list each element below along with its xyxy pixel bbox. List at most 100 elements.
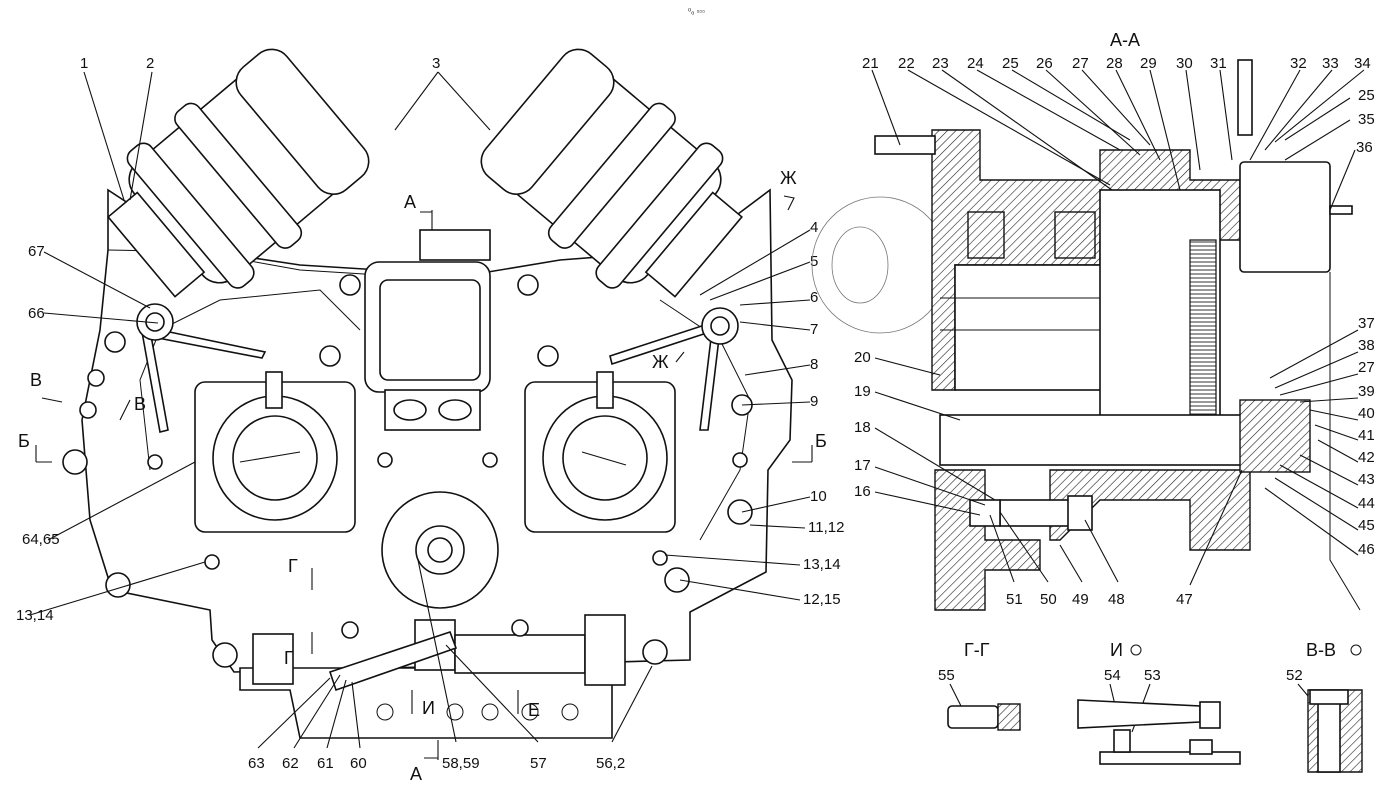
callout-38: 38: [1358, 337, 1375, 354]
center-valve-block: [364, 229, 491, 431]
callout-7: 7: [810, 321, 818, 338]
cut-mark-i: И: [422, 698, 435, 718]
callout-11-12: 11,12: [808, 519, 844, 536]
cut-mark-b-left: Б: [18, 431, 30, 451]
header-mark: ⁰ₒ ▫▫▫: [688, 7, 705, 16]
section-callouts: 21 22 23 24 25 26 27 28 29 30 31 32 33 3…: [854, 55, 1375, 608]
main-leaders: [29, 71, 811, 749]
rotated-view-icon-2: [1350, 644, 1362, 656]
callout-55: 55: [938, 667, 955, 684]
callout-50: 50: [1040, 591, 1057, 608]
cut-mark-zh-1: Ж: [780, 168, 797, 188]
cut-mark-v-1: В: [30, 370, 42, 390]
callout-56-2: 56,2: [596, 755, 625, 772]
callout-19: 19: [854, 383, 871, 400]
detail-vv: В-В 52: [1286, 640, 1363, 773]
callout-39: 39: [1358, 383, 1375, 400]
callout-28: 28: [1106, 55, 1123, 72]
callout-16: 16: [854, 483, 871, 500]
callout-29: 29: [1140, 55, 1157, 72]
callout-9: 9: [810, 393, 818, 410]
cut-mark-zh-2: Ж: [652, 352, 669, 372]
levers: [136, 303, 739, 433]
callout-23: 23: [932, 55, 949, 72]
section-leaders: [871, 69, 1365, 586]
callout-51: 51: [1006, 591, 1023, 608]
cut-mark-b-right: Б: [815, 431, 827, 451]
right-cover: [524, 371, 676, 533]
callout-49: 49: [1072, 591, 1089, 608]
callout-27-top: 27: [1072, 55, 1089, 72]
right-motor: [480, 48, 743, 298]
callout-13-14-right: 13,14: [803, 556, 841, 573]
callout-2: 2: [146, 55, 154, 72]
callout-67: 67: [28, 243, 45, 260]
base-holes: [376, 703, 579, 721]
callout-22: 22: [898, 55, 915, 72]
callout-62: 62: [282, 755, 299, 772]
cut-mark-v-2: В: [134, 394, 146, 414]
detail-gg: Г-Г 55: [938, 640, 1021, 731]
callout-54: 54: [1104, 667, 1121, 684]
callout-17: 17: [854, 457, 871, 474]
callout-66: 66: [28, 305, 45, 322]
callout-46: 46: [1358, 541, 1375, 558]
callout-58-59: 58,59: [442, 755, 480, 772]
callout-31: 31: [1210, 55, 1227, 72]
callout-41: 41: [1358, 427, 1375, 444]
callout-34: 34: [1354, 55, 1371, 72]
callout-13-14-left: 13,14: [16, 607, 54, 624]
section-gg-title: Г-Г: [964, 640, 990, 660]
callout-25-right: 25: [1358, 87, 1375, 104]
callout-30: 30: [1176, 55, 1193, 72]
callout-36: 36: [1356, 139, 1373, 156]
cut-mark-a-bottom: А: [410, 764, 422, 784]
section-aa-title: А-А: [1110, 30, 1140, 50]
callout-64-65: 64,65: [22, 531, 60, 548]
section-ii-title: И: [1110, 640, 1123, 660]
section-vv-title: В-В: [1306, 640, 1336, 660]
cut-mark-g-2: Г: [284, 648, 294, 668]
cut-mark-e: Е: [528, 700, 540, 720]
left-motor: [107, 48, 370, 298]
callout-60: 60: [350, 755, 367, 772]
callout-6: 6: [810, 289, 818, 306]
callout-24: 24: [967, 55, 984, 72]
callout-35: 35: [1358, 111, 1375, 128]
callout-21: 21: [862, 55, 879, 72]
callout-61: 61: [317, 755, 334, 772]
callout-4: 4: [810, 219, 818, 236]
callout-52: 52: [1286, 667, 1303, 684]
callout-45: 45: [1358, 517, 1375, 534]
callout-33: 33: [1322, 55, 1339, 72]
callout-20: 20: [854, 349, 871, 366]
callout-57: 57: [530, 755, 547, 772]
callout-48: 48: [1108, 591, 1125, 608]
callout-3: 3: [432, 55, 440, 72]
callout-47: 47: [1176, 591, 1193, 608]
callout-18: 18: [854, 419, 871, 436]
callout-32: 32: [1290, 55, 1307, 72]
callout-43: 43: [1358, 471, 1375, 488]
cut-mark-g-1: Г: [288, 556, 298, 576]
callout-26: 26: [1036, 55, 1053, 72]
section-aa: А-А: [811, 30, 1361, 611]
callout-40: 40: [1358, 405, 1375, 422]
callout-8: 8: [810, 356, 818, 373]
callout-27-right: 27: [1358, 359, 1375, 376]
cut-mark-a-top: А: [404, 192, 416, 212]
rotated-view-icon: [1130, 644, 1142, 656]
left-cover: [194, 371, 356, 533]
detail-ii: И 54 53: [1077, 640, 1241, 765]
callout-42: 42: [1358, 449, 1375, 466]
callout-63: 63: [248, 755, 265, 772]
bolt-heads: [62, 274, 753, 668]
pump-front-view: [62, 48, 793, 739]
callout-25-top: 25: [1002, 55, 1019, 72]
callout-53: 53: [1144, 667, 1161, 684]
callout-10: 10: [810, 488, 827, 505]
main-callouts: 1 2 3 4 5 6 7 8 9 10 11,12 13,14 12,15 1…: [16, 55, 844, 772]
callout-37: 37: [1358, 315, 1375, 332]
callout-1: 1: [80, 55, 88, 72]
